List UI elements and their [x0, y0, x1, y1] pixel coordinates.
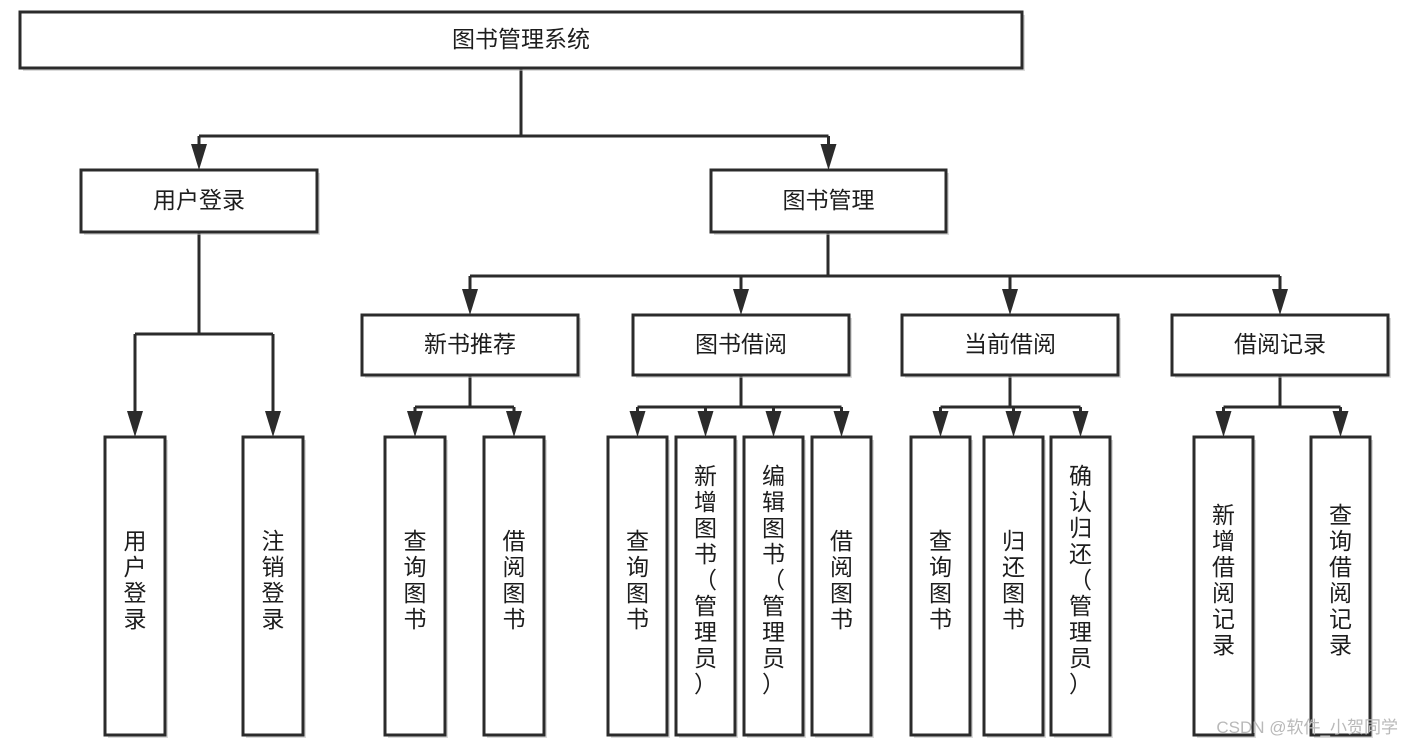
node-book-borrow[interactable]: 图书借阅: [631, 313, 852, 378]
node-user-login[interactable]: 用户登录: [79, 168, 320, 235]
node-label: 借阅记录: [1234, 331, 1326, 357]
node-label: 查询图书: [929, 528, 952, 632]
node-label: 图书管理系统: [452, 26, 590, 52]
connector-bookborrow-to-leaves: [629, 375, 850, 437]
node-label: 用户登录: [153, 187, 245, 213]
node-label: 查询图书: [626, 528, 649, 632]
node-label: 注销登录: [262, 528, 285, 632]
connector-layer: [127, 68, 1349, 437]
node-label: 图书借阅: [695, 331, 787, 357]
node-label: 当前借阅: [964, 331, 1056, 357]
connector-newbook-to-leaves: [407, 375, 522, 437]
node-leaf-confirm-return-admin[interactable]: 确认归还（管理员）: [1049, 435, 1113, 738]
connector-root-to-level1: [191, 68, 837, 170]
node-leaf-query-borrow-record[interactable]: 查询借阅记录: [1309, 435, 1373, 738]
node-label: 借阅图书: [830, 528, 853, 632]
node-borrow-record[interactable]: 借阅记录: [1170, 313, 1391, 378]
node-leaf-add-borrow-record[interactable]: 新增借阅记录: [1192, 435, 1256, 738]
node-leaf-borrow-book-borrow[interactable]: 借阅图书: [810, 435, 874, 738]
node-leaf-edit-book-admin[interactable]: 编辑图书（管理员）: [742, 435, 806, 738]
node-label: 查询借阅记录: [1329, 502, 1352, 658]
connector-currentborrow-to-leaves: [932, 375, 1089, 437]
connector-bookmanage-to-level2: [462, 232, 1288, 315]
node-label: 归还图书: [1002, 528, 1025, 632]
node-label: 图书管理: [783, 187, 875, 213]
node-label: 用户登录: [124, 528, 147, 632]
node-label: 查询图书: [404, 528, 427, 632]
node-leaf-query-book-borrow[interactable]: 查询图书: [606, 435, 670, 738]
node-book-manage[interactable]: 图书管理: [709, 168, 949, 235]
node-label: 确认归还（管理员）: [1069, 463, 1092, 697]
node-leaf-logout-login[interactable]: 注销登录: [241, 435, 306, 738]
node-root-title[interactable]: 图书管理系统: [18, 10, 1025, 71]
connector-borrowrecord-to-leaves: [1215, 375, 1349, 437]
node-leaf-user-login[interactable]: 用户登录: [103, 435, 168, 738]
node-label: 新书推荐: [424, 331, 516, 357]
node-label: 借阅图书: [503, 528, 526, 632]
node-new-book-recommend[interactable]: 新书推荐: [360, 313, 581, 378]
watermark-label: CSDN @软件_小贺同学: [1216, 718, 1398, 737]
node-leaf-query-book-current[interactable]: 查询图书: [909, 435, 973, 738]
node-leaf-borrow-book-rec[interactable]: 借阅图书: [482, 435, 547, 738]
node-leaf-return-book[interactable]: 归还图书: [982, 435, 1046, 738]
node-label: 新增图书（管理员）: [694, 463, 717, 697]
node-layer: 图书管理系统用户登录图书管理新书推荐图书借阅当前借阅借阅记录用户登录注销登录查询…: [18, 10, 1391, 738]
node-leaf-query-book-rec[interactable]: 查询图书: [383, 435, 448, 738]
node-leaf-add-book-admin[interactable]: 新增图书（管理员）: [674, 435, 738, 738]
connector-userlogin-to-leaves: [127, 232, 281, 437]
node-current-borrow[interactable]: 当前借阅: [900, 313, 1121, 378]
node-label: 新增借阅记录: [1212, 502, 1235, 658]
node-label: 编辑图书（管理员）: [762, 463, 785, 697]
